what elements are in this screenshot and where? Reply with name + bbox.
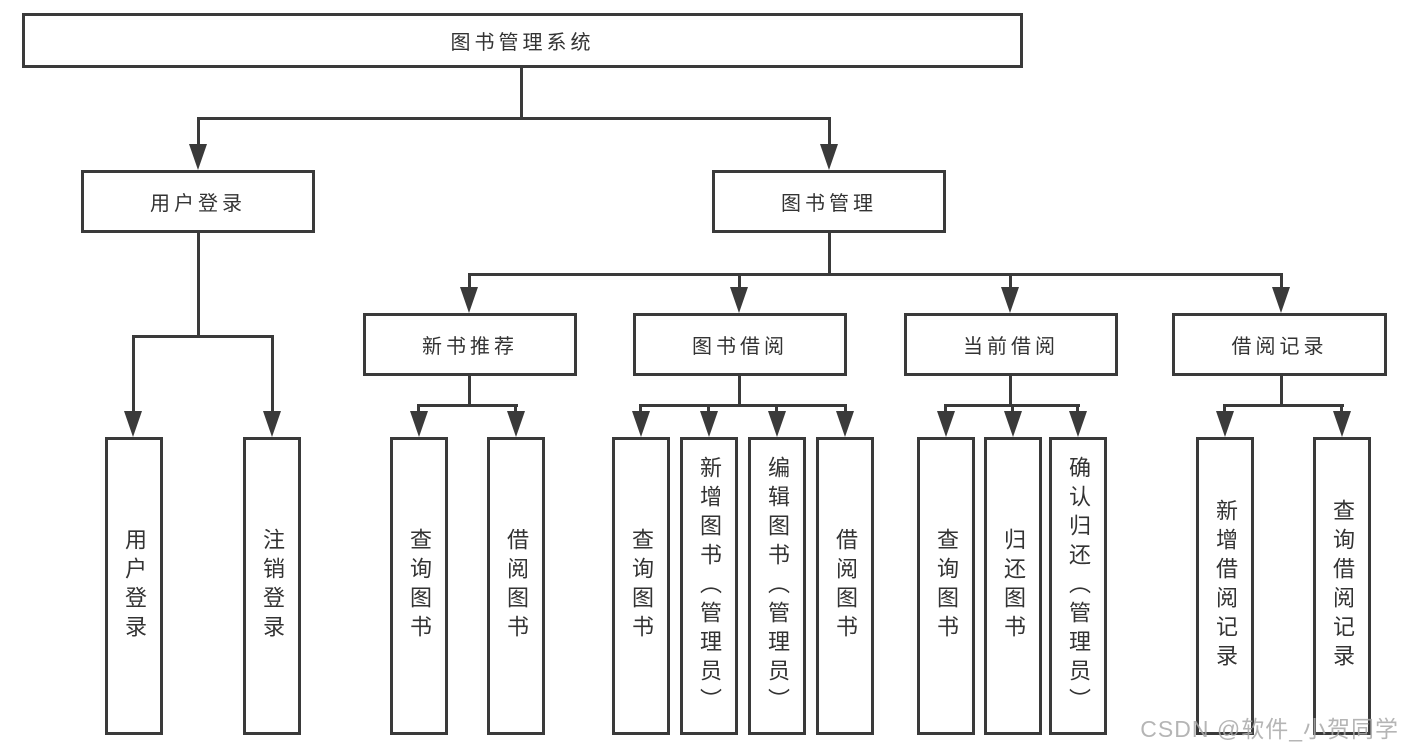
- node-records-add-record: 新增借阅记录: [1196, 437, 1254, 735]
- arrowhead-down-icon: [730, 287, 748, 313]
- arrowhead-down-icon: [189, 144, 207, 170]
- node-borrowing-add-books: 新增图书（管理员）: [680, 437, 738, 735]
- connector-recommend-trunk: [468, 376, 471, 406]
- arrowhead-down-icon: [700, 411, 718, 437]
- connector-level3-stem-3: [1009, 273, 1012, 289]
- arrowhead-down-icon: [1333, 411, 1351, 437]
- connector-level3-branch: [468, 273, 1283, 276]
- node-current-return-books: 归还图书: [984, 437, 1042, 735]
- arrowhead-down-icon: [460, 287, 478, 313]
- connector-recommend-stem-1: [417, 404, 420, 414]
- node-user-login: 用户登录: [105, 437, 163, 735]
- connector-level2-stem-right: [828, 117, 831, 146]
- connector-level2-stem-left: [197, 117, 200, 146]
- connector-current-trunk: [1009, 376, 1012, 406]
- node-recommend-query-books: 查询图书: [390, 437, 448, 735]
- node-current-query-books: 查询图书: [917, 437, 975, 735]
- arrowhead-down-icon: [1004, 411, 1022, 437]
- connector-records-branch: [1223, 404, 1344, 407]
- node-current-borrowing: 当前借阅: [904, 313, 1118, 376]
- arrowhead-down-icon: [1069, 411, 1087, 437]
- csdn-watermark: CSDN @软件_小贺同学: [1140, 716, 1399, 742]
- connector-level2-branch: [197, 117, 831, 120]
- node-borrowing-borrow-books: 借阅图书: [816, 437, 874, 735]
- connector-userlogin-branch: [132, 335, 274, 338]
- connector-userlogin-stem-1: [132, 335, 135, 413]
- arrowhead-down-icon: [124, 411, 142, 437]
- node-root: 图书管理系统: [22, 13, 1023, 68]
- connector-recommend-branch: [417, 404, 518, 407]
- connector-level3-stem-4: [1280, 273, 1283, 289]
- connector-borrowing-stem-3: [775, 404, 778, 414]
- arrowhead-down-icon: [937, 411, 955, 437]
- arrowhead-down-icon: [820, 144, 838, 170]
- node-records-query-record: 查询借阅记录: [1313, 437, 1371, 735]
- node-logout: 注销登录: [243, 437, 301, 735]
- arrowhead-down-icon: [410, 411, 428, 437]
- connector-records-trunk: [1280, 376, 1283, 406]
- connector-borrowing-stem-1: [639, 404, 642, 414]
- connector-root-trunk: [520, 68, 523, 118]
- connector-userlogin-stem-2: [271, 335, 274, 413]
- connector-borrowing-stem-4: [844, 404, 847, 414]
- arrowhead-down-icon: [768, 411, 786, 437]
- node-borrowing-edit-books: 编辑图书（管理员）: [748, 437, 806, 735]
- connector-borrowing-trunk: [738, 376, 741, 406]
- connector-current-stem-2: [1011, 404, 1014, 414]
- node-recommend-borrow-books: 借阅图书: [487, 437, 545, 735]
- node-book-borrowing: 图书借阅: [633, 313, 847, 376]
- node-borrowing-records: 借阅记录: [1172, 313, 1387, 376]
- node-borrowing-query-books: 查询图书: [612, 437, 670, 735]
- arrowhead-down-icon: [1272, 287, 1290, 313]
- connector-borrowing-branch: [639, 404, 847, 407]
- node-current-confirm-return: 确认归还（管理员）: [1049, 437, 1107, 735]
- connector-current-stem-3: [1076, 404, 1079, 414]
- arrowhead-down-icon: [1216, 411, 1234, 437]
- arrowhead-down-icon: [836, 411, 854, 437]
- arrowhead-down-icon: [1001, 287, 1019, 313]
- connector-recommend-stem-2: [514, 404, 517, 414]
- arrowhead-down-icon: [507, 411, 525, 437]
- connector-userlogin-trunk: [197, 233, 200, 335]
- arrowhead-down-icon: [263, 411, 281, 437]
- node-book-management: 图书管理: [712, 170, 946, 233]
- connector-level3-stem-1: [468, 273, 471, 289]
- connector-level3-stem-2: [738, 273, 741, 289]
- arrowhead-down-icon: [632, 411, 650, 437]
- connector-records-stem-1: [1223, 404, 1226, 414]
- connector-records-stem-2: [1340, 404, 1343, 414]
- connector-current-stem-1: [944, 404, 947, 414]
- connector-borrowing-stem-2: [707, 404, 710, 414]
- node-user-login-group: 用户登录: [81, 170, 315, 233]
- node-new-book-recommend: 新书推荐: [363, 313, 577, 376]
- connector-bookmgmt-trunk: [828, 233, 831, 273]
